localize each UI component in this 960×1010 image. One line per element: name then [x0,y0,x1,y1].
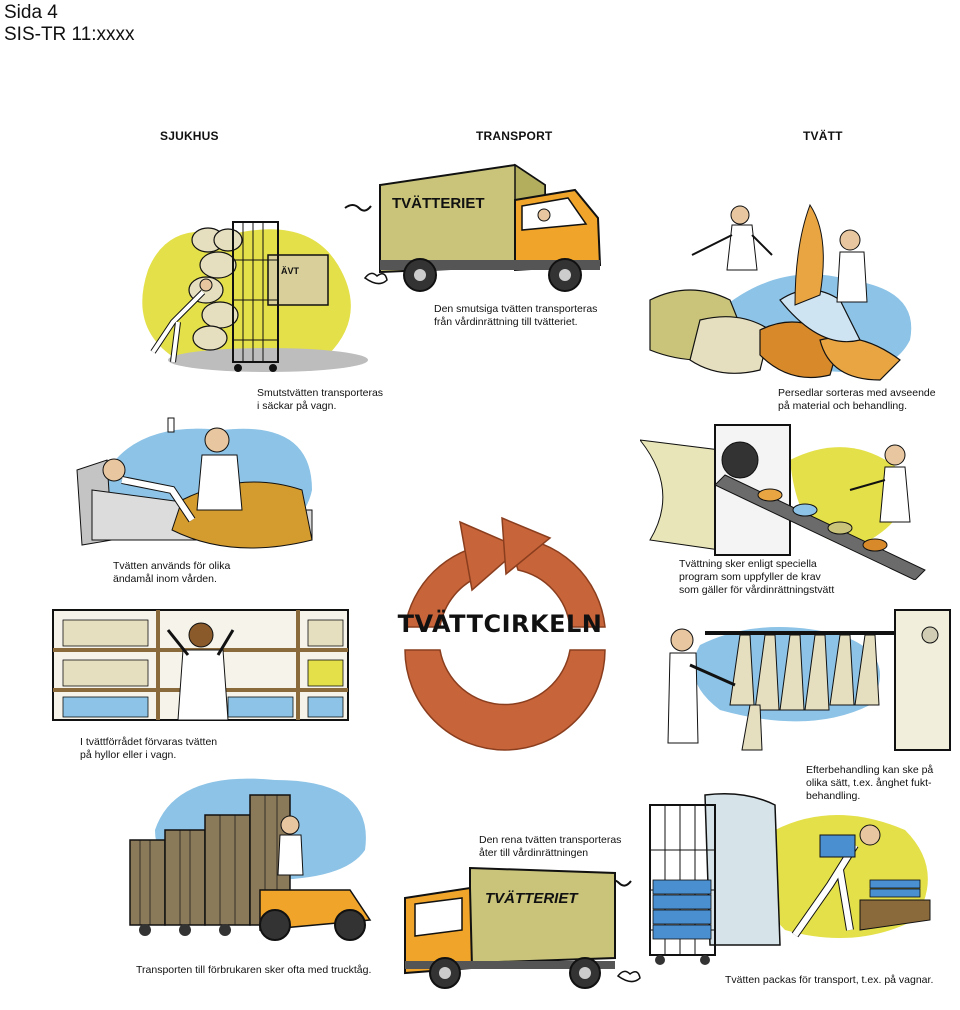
illustration-finishing [660,605,955,760]
illustration-sorting [640,200,930,385]
document-id: SIS-TR 11:xxxx [4,24,135,45]
illustration-trucktag [125,770,375,950]
cycle-arrow-bottom [404,649,606,751]
caption-transport-clean: Den rena tvätten transporteras åter till… [479,834,622,859]
truck-label: TVÄTTERIET [392,195,485,212]
caption-transport-dirty: Den smutsiga tvätten transporteras från … [434,303,598,328]
illustration-washing [640,420,935,580]
illustration-truck-dirty: TVÄTTERIET [340,160,610,300]
caption-smutstvatten: Smutstvätten transporteras i säckar på v… [257,387,384,412]
page-number: Sida 4 [4,2,58,23]
illustration-laundry-bags: ÄVT [118,210,373,385]
cycle-arrow-right [506,536,606,628]
caption-tvattning: Tvättning sker enligt speciella program … [679,558,835,596]
cycle-arrowhead-right [501,516,552,576]
cycle-diagram [380,510,630,760]
building-sign: ÄVT [281,266,300,276]
caption-packning: Tvätten packas för transport, t.ex. på v… [725,974,934,986]
truck-label-clean: TVÄTTERIET [485,890,579,907]
column-heading-transport: TRANSPORT [476,129,553,143]
caption-anvandning: Tvätten används för olika ändamål inom v… [113,560,231,585]
caption-efterbehandling: Efterbehandling kan ske på olika sätt, t… [806,764,934,802]
caption-trucktag: Transporten till förbrukaren sker ofta m… [136,964,372,976]
illustration-patient-bed [72,410,332,560]
illustration-truck-clean: TVÄTTERIET [400,858,650,998]
illustration-packing [645,790,935,970]
caption-sortering: Persedlar sorteras med avseende på mater… [778,387,936,412]
center-title: TVÄTTCIRKELN [397,610,603,638]
column-heading-tvatt: TVÄTT [803,129,843,143]
caption-forrad: I tvättförrådet förvaras tvätten på hyll… [80,736,218,761]
column-heading-sjukhus: SJUKHUS [160,129,219,143]
illustration-storage [48,605,353,730]
cycle-arrowhead-left [459,520,522,592]
